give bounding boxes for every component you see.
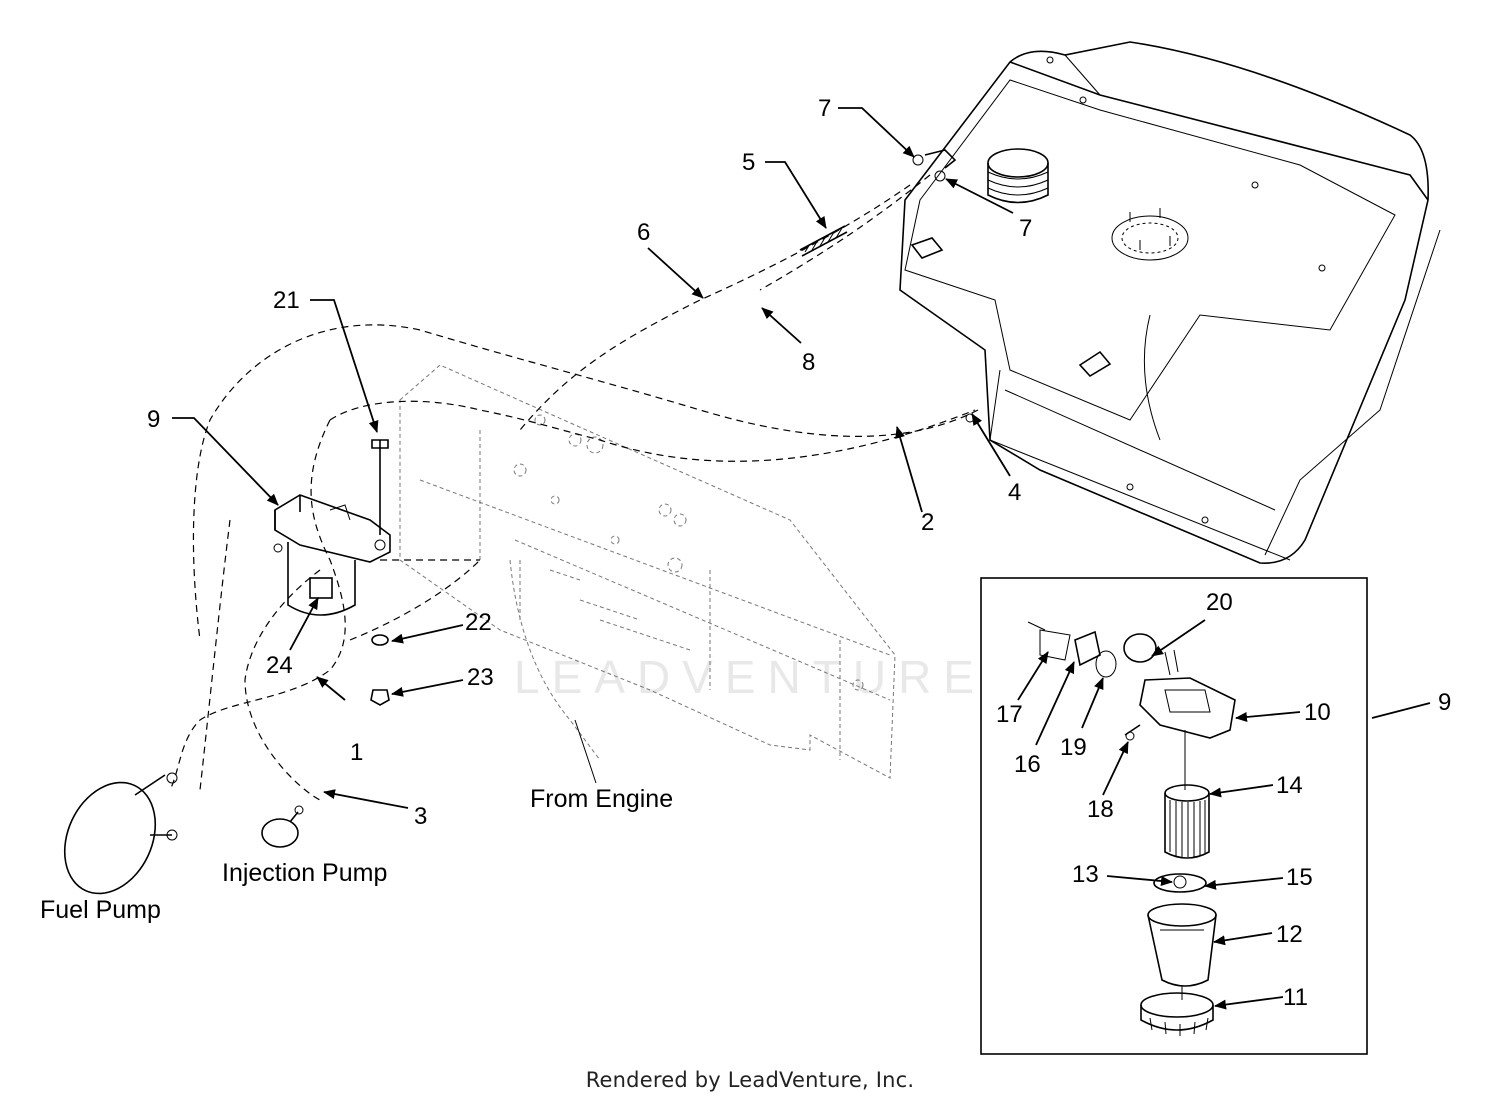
engine-frame: [399, 364, 896, 779]
leader-lines: [172, 107, 1431, 1010]
fuel-filter-assembly: [273, 439, 391, 616]
callout-7-lower: 7: [1019, 215, 1032, 242]
injection-pump: [261, 805, 304, 848]
callout-9-left: 9: [147, 406, 160, 433]
inset-frame: [980, 577, 1368, 1055]
caption-from-engine: From Engine: [530, 785, 673, 813]
callout-1: 1: [350, 739, 363, 766]
callout-14: 14: [1276, 772, 1303, 799]
fuel-tank: [899, 41, 1441, 564]
callout-5: 5: [742, 149, 755, 176]
callout-10: 10: [1304, 699, 1331, 726]
callout-4: 4: [1008, 479, 1021, 506]
callout-24: 24: [266, 652, 293, 679]
fuel-lines: [169, 174, 979, 801]
filter-exploded-view: [980, 577, 1368, 1055]
callout-6: 6: [637, 219, 650, 246]
callout-9-inset: 9: [1438, 689, 1451, 716]
callout-15: 15: [1286, 864, 1313, 891]
watermark: LEADVENTURE: [514, 651, 986, 703]
callout-22: 22: [465, 609, 492, 636]
washer-and-nut: [370, 634, 390, 706]
callout-18: 18: [1087, 796, 1114, 823]
callout-2: 2: [921, 509, 934, 536]
footer-credit: Rendered by LeadVenture, Inc.: [585, 1068, 915, 1092]
callouts: 1 2 3 4 5 6 7 7 8 9 9 10 11 12 13 14 15 …: [147, 95, 1451, 1011]
callout-21: 21: [273, 287, 300, 314]
callout-13: 13: [1072, 861, 1099, 888]
callout-7-upper: 7: [818, 95, 831, 122]
callout-16: 16: [1014, 751, 1041, 778]
fuel-pump: [63, 772, 178, 895]
caption-injection-pump: Injection Pump: [222, 859, 387, 887]
callout-11: 11: [1283, 984, 1308, 1011]
callout-17: 17: [996, 701, 1023, 728]
caption-fuel-pump: Fuel Pump: [40, 896, 161, 924]
callout-3: 3: [414, 803, 427, 830]
captions: Fuel Pump Injection Pump From Engine: [40, 785, 673, 924]
callout-8: 8: [802, 349, 815, 376]
callout-19: 19: [1060, 734, 1087, 761]
callout-12: 12: [1276, 921, 1303, 948]
callout-23: 23: [467, 664, 494, 691]
callout-20: 20: [1206, 589, 1233, 616]
